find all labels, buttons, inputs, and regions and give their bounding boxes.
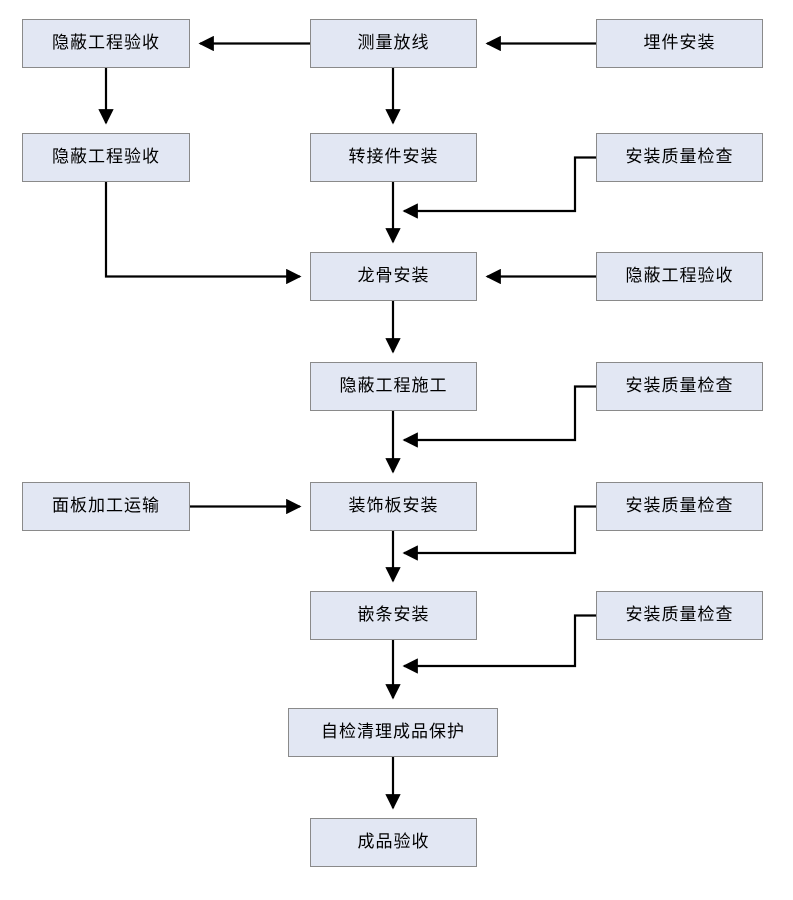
node-anzhuang-zhiliang-jiancha-4[interactable]: 安装质量检查	[596, 591, 763, 640]
node-chengpin-yanshou[interactable]: 成品验收	[310, 818, 477, 867]
node-mianban-jiagong-yunshu[interactable]: 面板加工运输	[22, 482, 190, 531]
node-label: 转接件安装	[348, 147, 439, 167]
node-label: 测量放线	[357, 33, 430, 53]
node-celiang-fangxian[interactable]: 测量放线	[310, 19, 477, 68]
node-zhuanjiejian-anzhuang[interactable]: 转接件安装	[310, 133, 477, 182]
node-label: 面板加工运输	[52, 496, 160, 516]
node-label: 安装质量检查	[625, 147, 734, 167]
node-yinbi-gongcheng-shigong[interactable]: 隐蔽工程施工	[310, 362, 477, 411]
edge-zhiliang4-elbow	[402, 614, 596, 674]
node-maijian-anzhuang[interactable]: 埋件安装	[596, 19, 763, 68]
node-label: 隐蔽工程验收	[52, 147, 160, 167]
node-label: 隐蔽工程验收	[52, 33, 160, 53]
node-zijian-qingli-chengpin-baohu[interactable]: 自检清理成品保护	[288, 708, 498, 757]
edge-zhiliang3-elbow	[402, 505, 596, 561]
node-anzhuang-zhiliang-jiancha-3[interactable]: 安装质量检查	[596, 482, 763, 531]
node-label: 装饰板安装	[348, 496, 439, 516]
node-anzhuang-zhiliang-jiancha-1[interactable]: 安装质量检查	[596, 133, 763, 182]
node-yinbi-gongcheng-yanshou-2[interactable]: 隐蔽工程验收	[22, 133, 190, 182]
edge-zhiliang1-elbow	[402, 156, 596, 219]
node-label: 隐蔽工程施工	[339, 376, 448, 396]
node-label: 成品验收	[357, 832, 430, 852]
node-label: 安装质量检查	[625, 605, 734, 625]
node-anzhuang-zhiliang-jiancha-2[interactable]: 安装质量检查	[596, 362, 763, 411]
node-zhuangshiban-anzhuang[interactable]: 装饰板安装	[310, 482, 477, 531]
node-yinbi-gongcheng-yanshou-1[interactable]: 隐蔽工程验收	[22, 19, 190, 68]
node-qiantiao-anzhuang[interactable]: 嵌条安装	[310, 591, 477, 640]
node-label: 埋件安装	[643, 33, 716, 53]
node-label: 安装质量检查	[625, 496, 734, 516]
node-label: 隐蔽工程验收	[625, 266, 734, 286]
node-longgu-anzhuang[interactable]: 龙骨安装	[310, 252, 477, 301]
node-label: 嵌条安装	[357, 605, 430, 625]
node-label: 自检清理成品保护	[321, 722, 465, 742]
node-yinbi-gongcheng-yanshou-3[interactable]: 隐蔽工程验收	[596, 252, 763, 301]
edge-yinbi2-to-longgu	[104, 182, 302, 285]
edge-zhiliang2-elbow	[402, 385, 596, 448]
node-label: 龙骨安装	[357, 266, 430, 286]
node-label: 安装质量检查	[625, 376, 734, 396]
